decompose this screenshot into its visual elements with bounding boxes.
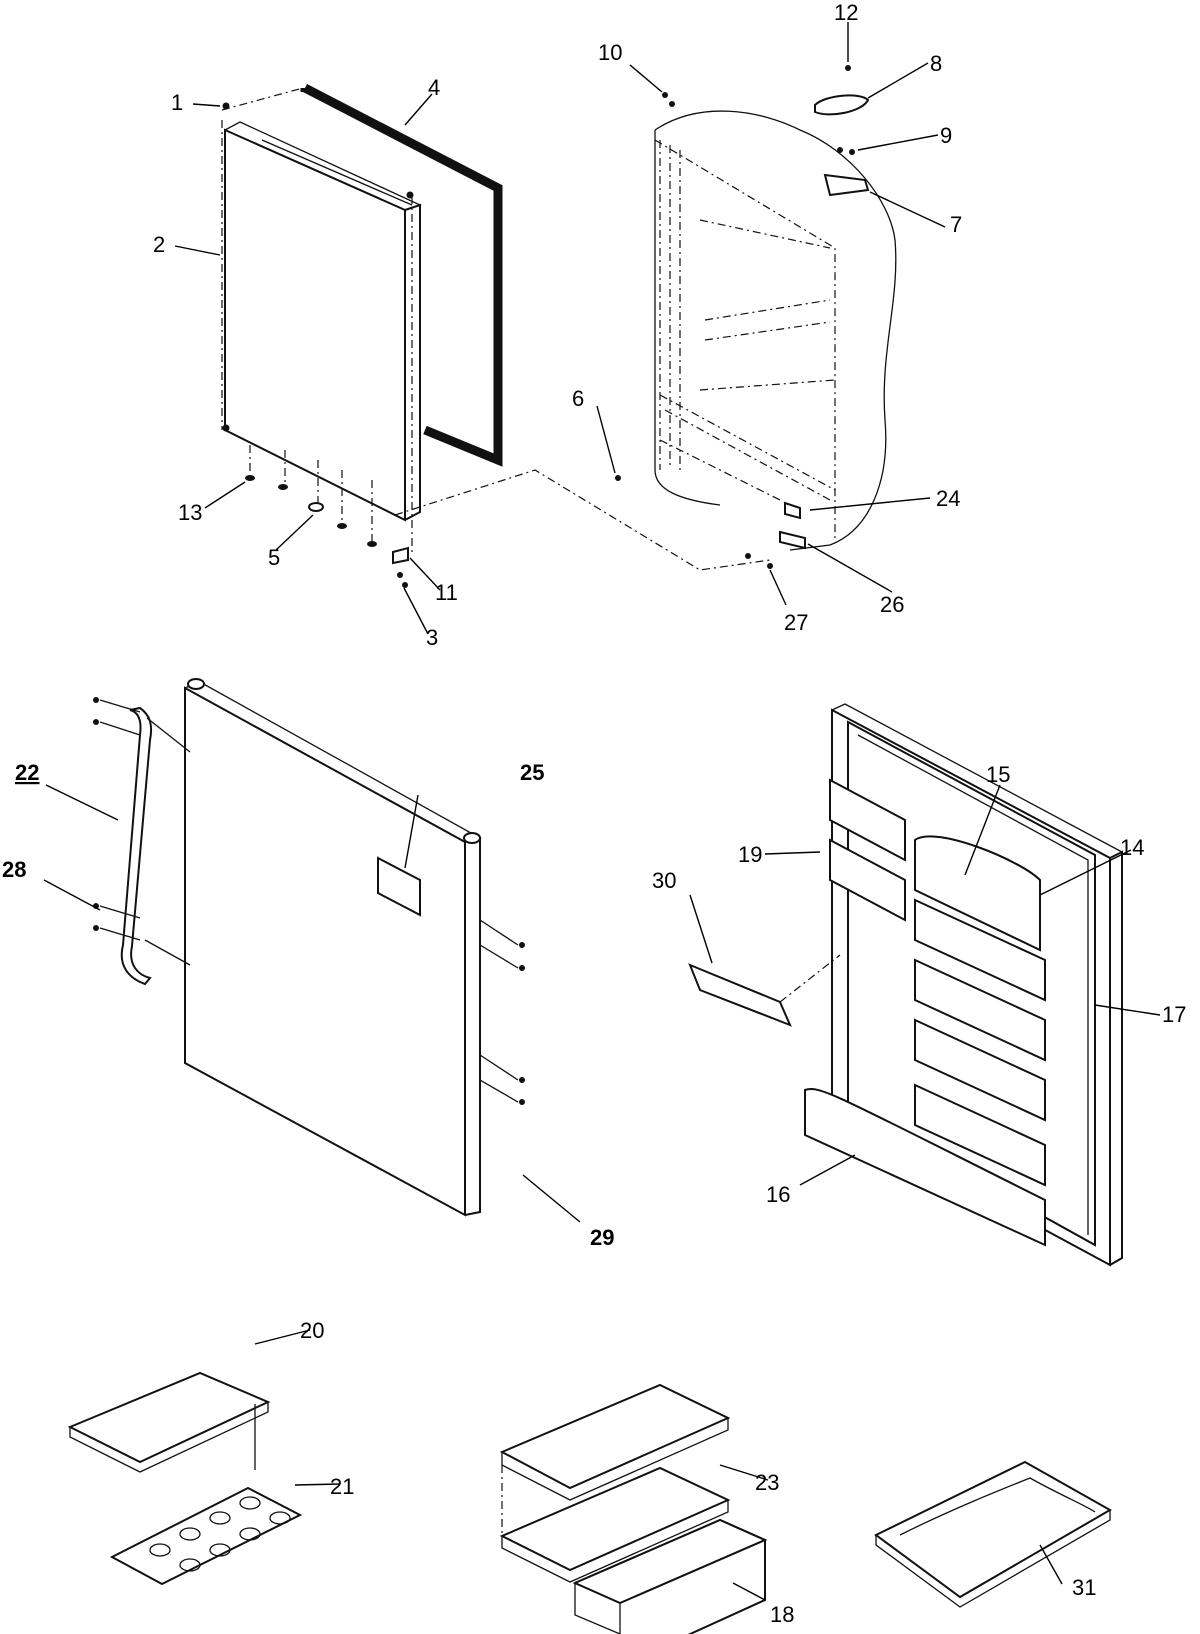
callout-5: 5 (268, 545, 280, 570)
callout-8: 8 (930, 51, 942, 76)
callout-28: 28 (2, 857, 26, 882)
callout-27: 27 (784, 610, 808, 635)
callout-19: 19 (738, 842, 762, 867)
callout-6: 6 (572, 386, 584, 411)
callout-12: 12 (834, 0, 858, 25)
leader-lines (43, 22, 1161, 1601)
cabinet-assembly (615, 65, 897, 569)
egg-tray-cover (67, 1371, 271, 1473)
callout-30: 30 (652, 868, 676, 893)
callout-31: 31 (1072, 1575, 1096, 1600)
ice-bin (572, 1518, 768, 1634)
callout-26: 26 (880, 592, 904, 617)
callout-2: 2 (153, 232, 165, 257)
callout-7: 7 (950, 212, 962, 237)
callout-1: 1 (171, 90, 183, 115)
freezer-door-assembly (221, 84, 771, 588)
callout-22: 22 (15, 760, 39, 785)
ice-cube-trays (499, 1383, 731, 1583)
egg-tray (109, 1486, 303, 1586)
callout-4: 4 (428, 75, 440, 100)
door-liner-assembly (688, 703, 1124, 1267)
callout-15: 15 (986, 762, 1010, 787)
callout-21: 21 (330, 1474, 354, 1499)
callout-14: 14 (1120, 835, 1144, 860)
callout-17: 17 (1162, 1002, 1186, 1027)
callout-18: 18 (770, 1602, 794, 1627)
fresh-food-door-front (93, 678, 525, 1217)
callout-20: 20 (300, 1318, 324, 1343)
callout-3: 3 (426, 625, 438, 650)
callout-9: 9 (940, 123, 952, 148)
callout-11: 11 (435, 580, 458, 605)
callout-10: 10 (598, 40, 622, 65)
callout-16: 16 (766, 1182, 790, 1207)
callout-13: 13 (178, 500, 202, 525)
callout-25: 25 (520, 760, 544, 785)
callout-24: 24 (936, 486, 960, 511)
callout-23: 23 (755, 1470, 779, 1495)
callout-29: 29 (590, 1225, 614, 1250)
bottle-rack (874, 1460, 1113, 1608)
